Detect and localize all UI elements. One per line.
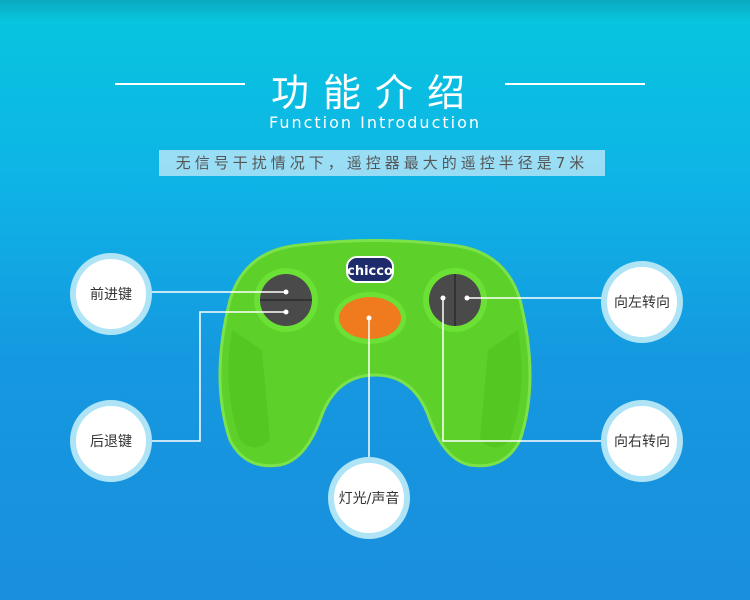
range-note: 无信号干扰情况下，遥控器最大的遥控半径是7米	[159, 150, 605, 176]
turn-right-label: 向右转向	[601, 400, 683, 482]
turn-left-label: 向左转向	[601, 261, 683, 343]
logo-text: chicco	[347, 264, 393, 279]
page-title: 功能介绍	[270, 71, 479, 115]
forward-key-label: 前进键	[70, 253, 152, 335]
divider-left	[115, 83, 245, 85]
chicco-logo	[346, 256, 394, 283]
divider-right	[505, 83, 645, 85]
light-sound-label: 灯光/声音	[328, 457, 410, 539]
backward-key-label: 后退键	[70, 400, 152, 482]
page-subtitle: Function Introduction	[268, 113, 482, 132]
top-band	[0, 0, 750, 22]
